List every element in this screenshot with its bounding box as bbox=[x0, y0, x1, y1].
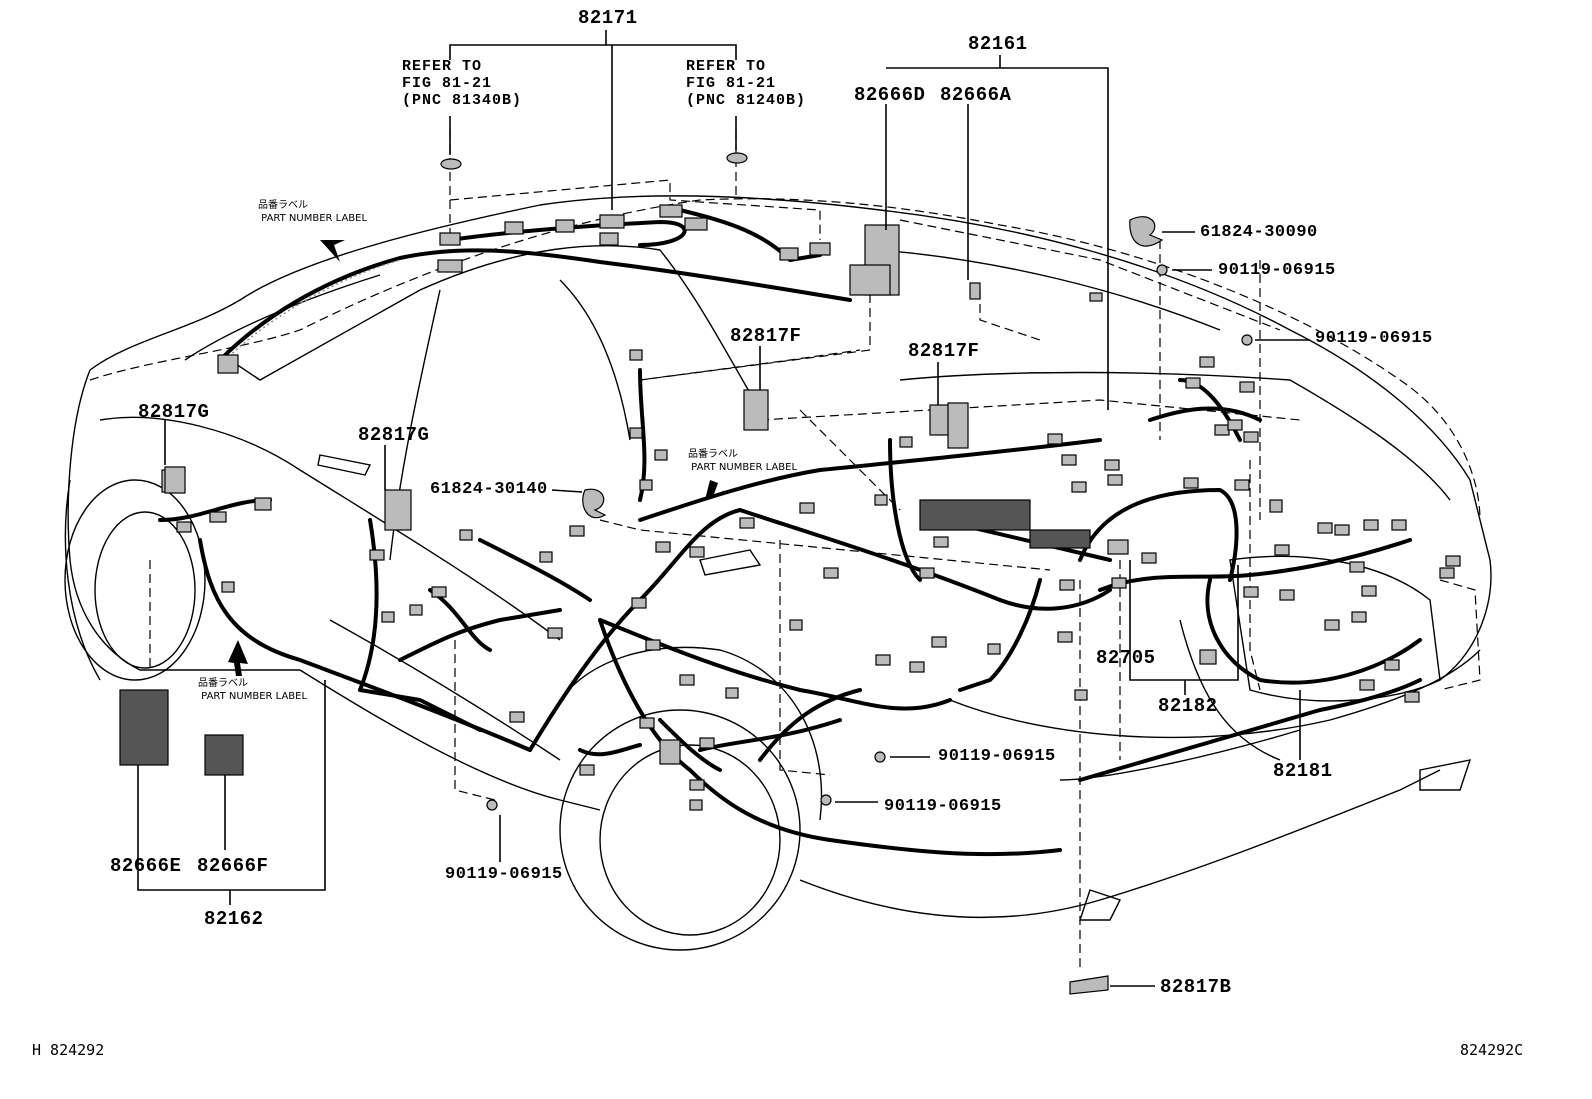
part-number-label-callout-center: 品番ラベル PART NUMBER LABEL bbox=[688, 449, 798, 473]
part-number-90119-06915-b: 90119-06915 bbox=[1315, 329, 1433, 348]
part-number-82817F-right: 82817F bbox=[908, 340, 980, 362]
wiring-harnesses bbox=[158, 208, 1422, 857]
part-number-82182: 82182 bbox=[1158, 695, 1218, 717]
footer-code-left: H 824292 bbox=[32, 1041, 105, 1059]
part-number-61824-30090: 61824-30090 bbox=[1200, 223, 1318, 242]
part-number-82817G-mid: 82817G bbox=[358, 424, 430, 446]
part-number-82817F-left: 82817F bbox=[730, 325, 802, 347]
part-number-label-callout-top: 品番ラベル PART NUMBER LABEL bbox=[258, 200, 368, 224]
part-number-82181: 82181 bbox=[1273, 760, 1333, 782]
part-number-82171: 82171 bbox=[578, 7, 638, 29]
part-number-90119-06915-a: 90119-06915 bbox=[1218, 261, 1336, 280]
car-body-outline bbox=[64, 195, 1492, 951]
part-number-label-callout-bottom: 品番ラベル PART NUMBER LABEL bbox=[198, 678, 308, 702]
part-number-82817B: 82817B bbox=[1160, 976, 1232, 998]
part-number-82666E: 82666E bbox=[110, 855, 182, 877]
part-number-90119-06915-c: 90119-06915 bbox=[938, 747, 1056, 766]
part-number-82161: 82161 bbox=[968, 33, 1028, 55]
part-number-82666F: 82666F bbox=[197, 855, 269, 877]
part-number-82705: 82705 bbox=[1096, 647, 1156, 669]
reference-note-right: REFER TO FIG 81-21 (PNC 81240B) bbox=[686, 58, 807, 109]
part-number-61824-30140: 61824-30140 bbox=[430, 480, 548, 499]
part-number-90119-06915-d: 90119-06915 bbox=[884, 797, 1002, 816]
reference-note-left: REFER TO FIG 81-21 (PNC 81340B) bbox=[402, 58, 523, 109]
part-number-82162: 82162 bbox=[204, 908, 264, 930]
leader-lines bbox=[137, 30, 1310, 987]
part-number-82666A: 82666A bbox=[940, 84, 1012, 106]
connectors bbox=[119, 152, 1461, 995]
label-arrows bbox=[228, 240, 725, 676]
part-number-82666D: 82666D bbox=[854, 84, 926, 106]
part-number-82817G-left: 82817G bbox=[138, 401, 210, 423]
part-number-90119-06915-e: 90119-06915 bbox=[445, 865, 563, 884]
footer-code-right: 824292C bbox=[1460, 1041, 1524, 1059]
